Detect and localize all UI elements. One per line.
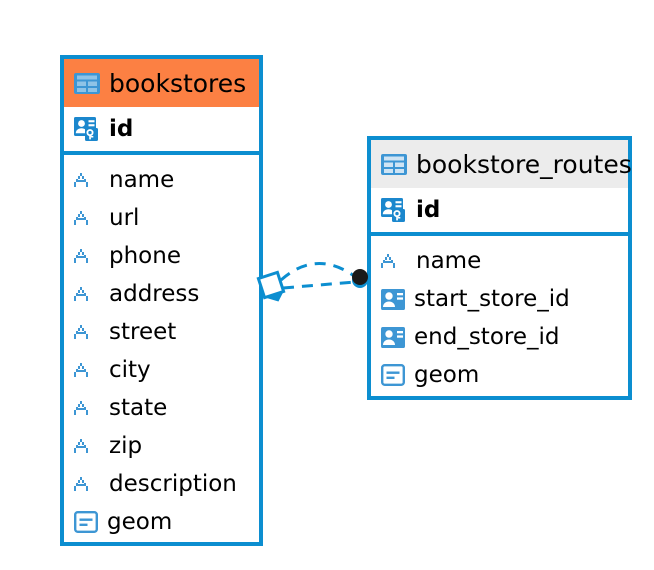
- abc-icon: [74, 211, 100, 225]
- field-label: city: [109, 356, 151, 383]
- field-row-geom[interactable]: geom: [371, 356, 628, 394]
- foreign-key-icon: [381, 326, 405, 348]
- abc-icon: [74, 249, 100, 263]
- entity-bookstores[interactable]: bookstores id: [60, 55, 263, 546]
- filled-circle-marker: [352, 269, 368, 288]
- abc-icon: [74, 173, 100, 187]
- abc-icon: [74, 439, 100, 453]
- relationship-line-arc: [280, 262, 358, 282]
- field-row-name[interactable]: name: [64, 161, 259, 199]
- geometry-icon: [381, 364, 405, 386]
- field-list-bookstores: name url: [64, 155, 259, 545]
- field-row-address[interactable]: address: [64, 275, 259, 313]
- field-label: url: [109, 204, 140, 231]
- geometry-icon: [74, 511, 98, 533]
- field-row-description[interactable]: description: [64, 465, 259, 503]
- abc-icon: [74, 477, 100, 491]
- abc-icon: [381, 254, 407, 268]
- field-row-phone[interactable]: phone: [64, 237, 259, 275]
- abc-icon: [74, 401, 100, 415]
- entity-bookstore-routes[interactable]: bookstore_routes id: [367, 136, 632, 400]
- entity-title: bookstores: [109, 68, 247, 98]
- relationship-connector[interactable]: [255, 240, 385, 320]
- field-label: id: [109, 115, 134, 142]
- entity-title: bookstore_routes: [416, 149, 632, 179]
- primary-key-icon: [381, 197, 407, 223]
- field-row-geom[interactable]: geom: [64, 503, 259, 541]
- abc-icon: [74, 287, 100, 301]
- field-row-street[interactable]: street: [64, 313, 259, 351]
- primary-key-icon: [74, 116, 100, 142]
- abc-icon: [74, 325, 100, 339]
- field-row-state[interactable]: state: [64, 389, 259, 427]
- field-label: state: [109, 394, 168, 421]
- field-row-end-store-id[interactable]: end_store_id: [371, 318, 628, 356]
- field-row-id[interactable]: id: [371, 188, 628, 236]
- abc-icon: [74, 363, 100, 377]
- field-row-zip[interactable]: zip: [64, 427, 259, 465]
- field-label: id: [416, 196, 441, 223]
- field-row-start-store-id[interactable]: start_store_id: [371, 280, 628, 318]
- field-label: name: [416, 247, 482, 274]
- foreign-key-icon: [381, 288, 405, 310]
- entity-header-bookstores[interactable]: bookstores: [64, 59, 259, 107]
- entity-header-bookstore-routes[interactable]: bookstore_routes: [371, 140, 632, 188]
- field-row-url[interactable]: url: [64, 199, 259, 237]
- table-icon: [381, 153, 407, 175]
- field-row-city[interactable]: city: [64, 351, 259, 389]
- field-row-id[interactable]: id: [64, 107, 259, 155]
- field-row-name[interactable]: name: [371, 242, 628, 280]
- field-label: name: [109, 166, 175, 193]
- field-label: description: [109, 470, 237, 497]
- field-label: end_store_id: [414, 323, 560, 350]
- field-label: address: [109, 280, 200, 307]
- field-list-bookstore-routes: name start_store_id: [371, 236, 628, 398]
- field-label: geom: [414, 361, 480, 388]
- relationship-line-straight: [282, 280, 356, 290]
- field-label: zip: [109, 432, 143, 459]
- field-label: street: [109, 318, 177, 345]
- field-label: start_store_id: [414, 285, 570, 312]
- field-label: geom: [107, 508, 173, 535]
- field-label: phone: [109, 242, 181, 269]
- table-icon: [74, 72, 100, 94]
